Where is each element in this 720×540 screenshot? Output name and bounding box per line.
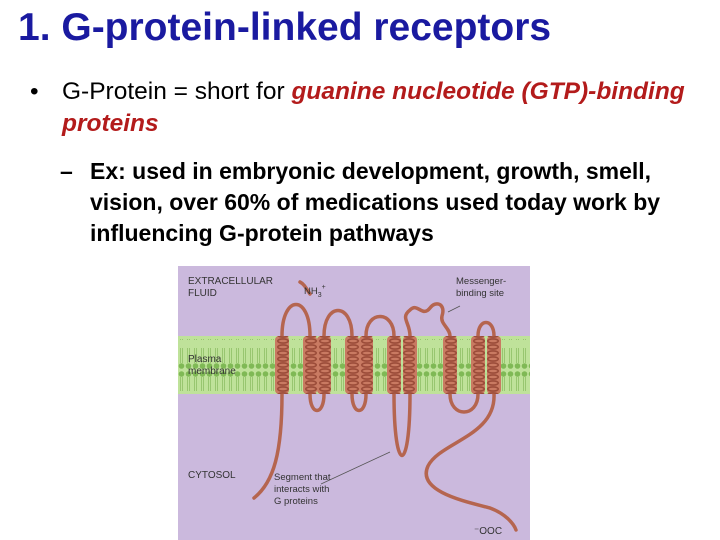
bullet-text: G-Protein = short for guanine nucleotide… [30, 76, 720, 140]
label-plasma-line1: Plasma [188, 354, 222, 365]
receptor-protein-chain [252, 280, 518, 532]
label-plasma-membrane: Plasma membrane [188, 354, 236, 377]
label-extracellular-line2: FLUID [188, 288, 217, 299]
label-plasma-line2: membrane [188, 366, 236, 377]
bullet-text-accent: guanine nucleotide (GTP)-binding protein… [62, 78, 685, 137]
label-nh3-superscript: + [322, 284, 326, 291]
label-segment-line3: G proteins [274, 496, 318, 507]
transmembrane-helices [275, 336, 501, 394]
helix-1-coil [275, 336, 289, 394]
sub-bullet-examples: – Ex: used in embryonic development, gro… [60, 156, 700, 249]
helix-7-coil [403, 336, 417, 394]
helix-2-coil [303, 336, 317, 394]
helix-5-coil [359, 336, 373, 394]
helix-3-coil [317, 336, 331, 394]
sub-bullet-text: Ex: used in embryonic development, growt… [90, 158, 661, 246]
cytosol-background [178, 394, 530, 540]
label-segment-g-proteins: Segment that interacts with G proteins [274, 472, 333, 507]
helix-4-coil [345, 336, 359, 394]
receptor-diagram: EXTRACELLULAR FLUID NH3+ Messenger- bind… [178, 266, 530, 540]
bullet-text-plain: G-Protein = short for [62, 78, 292, 105]
label-messenger-line1: Messenger- [456, 276, 506, 287]
bullet-gprotein-definition: • G-Protein = short for guanine nucleoti… [30, 76, 720, 140]
helix-10-coil [487, 336, 501, 394]
label-cooh-terminus: ⁻OOC [474, 526, 502, 537]
label-messenger-binding-site: Messenger- binding site [456, 276, 509, 299]
helix-8-coil [443, 336, 457, 394]
label-segment-line1: Segment that [274, 472, 331, 483]
sub-bullet-marker: – [60, 158, 73, 184]
helix-9-coil [471, 336, 485, 394]
label-cytosol: CYTOSOL [188, 470, 236, 481]
label-messenger-line2: binding site [456, 288, 504, 299]
helix-6-coil [387, 336, 401, 394]
label-nh3-subscript: 3 [318, 292, 322, 299]
receptor-diagram-svg: EXTRACELLULAR FLUID NH3+ Messenger- bind… [178, 266, 530, 540]
label-extracellular-line1: EXTRACELLULAR [188, 276, 273, 287]
label-nh3-text: NH [304, 286, 318, 297]
label-segment-line2: interacts with [274, 484, 329, 495]
label-nh3: NH3+ [304, 284, 326, 299]
slide-title: 1. G-protein-linked receptors [18, 6, 552, 49]
bullet-marker: • [30, 78, 39, 105]
label-extracellular-fluid: EXTRACELLULAR FLUID [188, 276, 276, 299]
leader-lines [320, 305, 461, 485]
